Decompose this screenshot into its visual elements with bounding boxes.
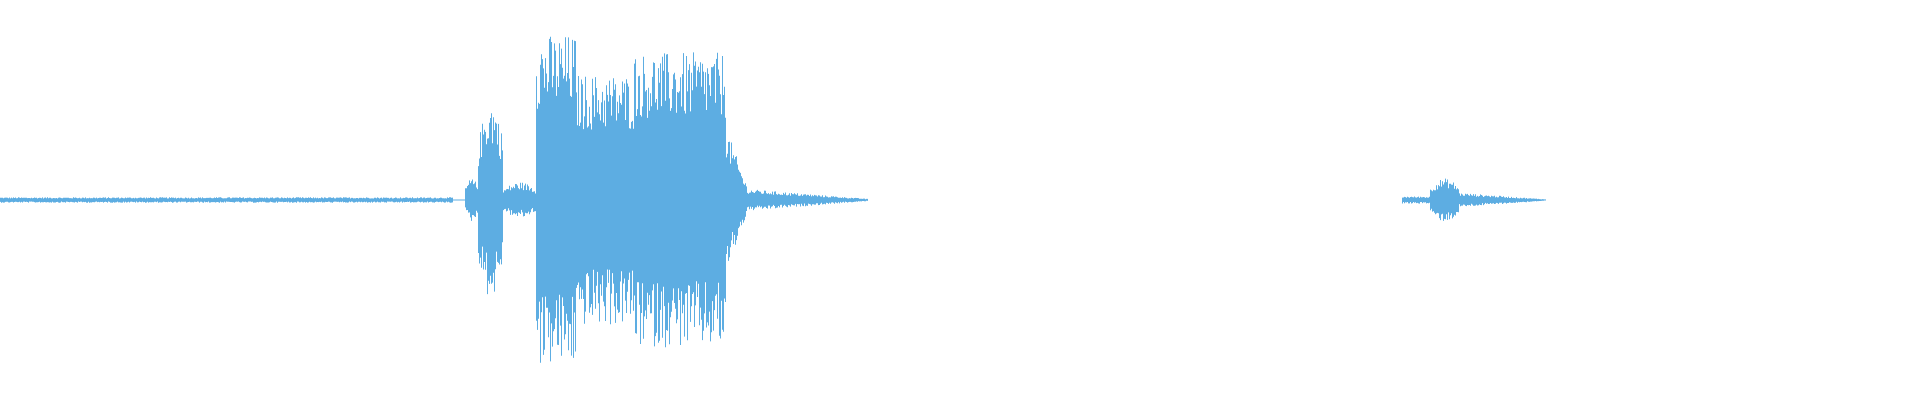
waveform-trace [0, 36, 1546, 363]
